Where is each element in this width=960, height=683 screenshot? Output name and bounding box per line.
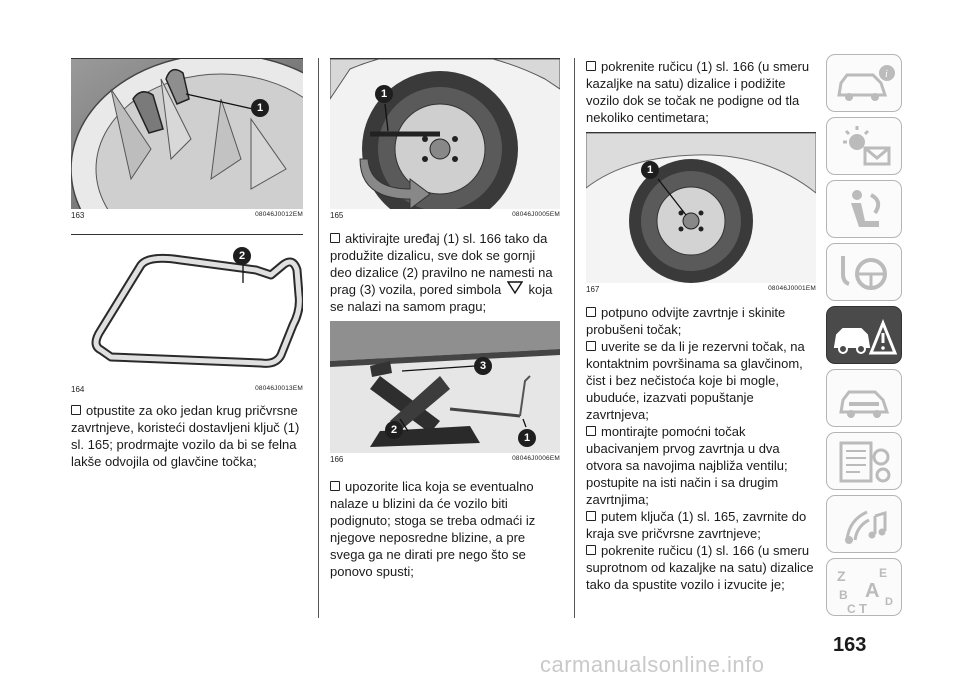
tab-car-info[interactable]: i bbox=[826, 54, 902, 112]
tab-driving[interactable] bbox=[826, 243, 902, 301]
figure-caption-167: 167 08046J0001EM bbox=[586, 285, 816, 294]
tab-index[interactable]: Z E B A C T D bbox=[826, 558, 902, 616]
checkbox-bullet-icon bbox=[586, 341, 596, 351]
checkbox-bullet-icon bbox=[586, 426, 596, 436]
instruction-text: aktivirajte uređaj (1) sl. 166 tako da p… bbox=[330, 231, 553, 297]
wheel-wrench-illustration bbox=[91, 253, 303, 368]
instruction-item: pokrenite ručicu (1) sl. 166 (u smeru ka… bbox=[586, 58, 816, 126]
instruction-text: upozorite lica koja se eventualno nalaze… bbox=[330, 479, 536, 579]
callout-1: 1 bbox=[251, 99, 269, 117]
watermark: carmanualsonline.info bbox=[540, 652, 765, 677]
column-divider bbox=[574, 58, 575, 618]
index-letter: B bbox=[839, 588, 848, 602]
callout-1: 1 bbox=[375, 85, 393, 103]
figure-163: 1 bbox=[71, 58, 303, 209]
figure-code: 08046J0013EM bbox=[255, 385, 303, 392]
checkbox-bullet-icon bbox=[586, 545, 596, 555]
figure-number: 164 bbox=[71, 385, 85, 394]
index-letter: Z bbox=[837, 568, 846, 584]
warning-lights-icon bbox=[843, 126, 891, 166]
tab-safety[interactable] bbox=[826, 180, 902, 238]
figure-164: 2 bbox=[71, 234, 303, 383]
instruction-text: koja se nalazi na samom pragu; bbox=[330, 282, 553, 314]
instruction-list: upozorite lica koja se eventualno nalaze… bbox=[330, 478, 560, 580]
multimedia-icon bbox=[845, 510, 887, 544]
instruction-text: pokrenite ručicu (1) sl. 166 (u smeru su… bbox=[586, 543, 814, 592]
technical-data-icon bbox=[839, 441, 891, 483]
jack-point-symbol-icon bbox=[506, 281, 524, 295]
checkbox-bullet-icon bbox=[71, 405, 81, 415]
callout-1: 1 bbox=[641, 161, 659, 179]
callout-3: 3 bbox=[474, 357, 492, 375]
instruction-item: otpustite za oko jedan krug pričvrsne za… bbox=[71, 402, 303, 470]
instruction-list: potpuno odvijte zavrtnje i skinite probu… bbox=[586, 304, 816, 593]
instruction-item: montirajte pomoćni točak ubacivanjem prv… bbox=[586, 423, 816, 508]
figure-caption-166: 166 08046J0006EM bbox=[330, 455, 560, 464]
figure-code: 08046J0006EM bbox=[512, 455, 560, 462]
instruction-text: otpustite za oko jedan krug pričvrsne za… bbox=[71, 403, 300, 469]
instruction-item: uverite se da li je rezervni točak, na k… bbox=[586, 338, 816, 423]
instruction-list: aktivirajte uređaj (1) sl. 166 tako da p… bbox=[330, 230, 560, 315]
figure-number: 165 bbox=[330, 211, 344, 220]
instruction-text: montirajte pomoćni točak ubacivanjem prv… bbox=[586, 424, 788, 507]
instruction-item: pokrenite ručicu (1) sl. 166 (u smeru su… bbox=[586, 542, 816, 593]
index-letter: D bbox=[885, 596, 893, 608]
index-icon: Z E B A C T D bbox=[837, 566, 893, 616]
seat-airbag-icon bbox=[851, 190, 881, 227]
figure-caption-164: 164 08046J0013EM bbox=[71, 385, 303, 394]
chapter-tabs: i bbox=[826, 54, 904, 621]
tab-multimedia[interactable] bbox=[826, 495, 902, 553]
instruction-list: pokrenite ručicu (1) sl. 166 (u smeru ka… bbox=[586, 58, 816, 126]
page-number: 163 bbox=[833, 634, 867, 656]
instruction-item: potpuno odvijte zavrtnje i skinite probu… bbox=[586, 304, 816, 338]
figure-code: 08046J0012EM bbox=[255, 211, 303, 218]
emergency-icon bbox=[833, 318, 898, 355]
raised-wheel-illustration bbox=[586, 133, 816, 283]
tab-warning-lights[interactable] bbox=[826, 117, 902, 175]
checkbox-bullet-icon bbox=[330, 481, 340, 491]
tab-technical-data[interactable] bbox=[826, 432, 902, 490]
column-divider bbox=[318, 58, 319, 618]
tab-maintenance[interactable] bbox=[826, 369, 902, 427]
figure-code: 08046J0005EM bbox=[512, 211, 560, 218]
figure-166: 3 2 1 bbox=[330, 321, 560, 453]
car-maintenance-icon bbox=[839, 390, 890, 418]
checkbox-bullet-icon bbox=[330, 233, 340, 243]
index-letter: E bbox=[879, 566, 887, 580]
steering-wheel-icon bbox=[841, 256, 887, 290]
instruction-item: upozorite lica koja se eventualno nalaze… bbox=[330, 478, 560, 580]
figure-caption-165: 165 08046J0005EM bbox=[330, 211, 560, 220]
wheel-cover-illustration bbox=[71, 59, 303, 209]
column-2: 1 165 08046J0005EM aktivirajte uređaj (1… bbox=[330, 58, 560, 580]
column-1: 1 163 08046J0012EM 2 164 08046J0013EM ot… bbox=[71, 58, 303, 470]
car-info-icon: i bbox=[837, 65, 895, 101]
figure-167: 1 bbox=[586, 132, 816, 283]
instruction-text: uverite se da li je rezervni točak, na k… bbox=[586, 339, 805, 422]
callout-2: 2 bbox=[233, 247, 251, 265]
figure-number: 163 bbox=[71, 211, 85, 220]
wheel-loosening-illustration bbox=[330, 59, 560, 209]
checkbox-bullet-icon bbox=[586, 511, 596, 521]
figure-code: 08046J0001EM bbox=[768, 285, 816, 292]
instruction-text: potpuno odvijte zavrtnje i skinite probu… bbox=[586, 305, 786, 337]
figure-number: 167 bbox=[586, 285, 600, 294]
figure-165: 1 bbox=[330, 58, 560, 209]
instruction-item: aktivirajte uređaj (1) sl. 166 tako da p… bbox=[330, 230, 560, 315]
instruction-text: putem ključa (1) sl. 165, zavrnite do kr… bbox=[586, 509, 807, 541]
tab-emergency[interactable] bbox=[826, 306, 902, 364]
index-letter: C bbox=[847, 602, 856, 616]
checkbox-bullet-icon bbox=[586, 307, 596, 317]
figure-number: 166 bbox=[330, 455, 344, 464]
callout-1: 1 bbox=[518, 429, 536, 447]
checkbox-bullet-icon bbox=[586, 61, 596, 71]
index-letter: T bbox=[859, 601, 867, 616]
instruction-item: putem ključa (1) sl. 165, zavrnite do kr… bbox=[586, 508, 816, 542]
callout-2: 2 bbox=[385, 421, 403, 439]
instruction-text: pokrenite ručicu (1) sl. 166 (u smeru ka… bbox=[586, 59, 810, 125]
column-3: pokrenite ručicu (1) sl. 166 (u smeru ka… bbox=[586, 58, 816, 593]
figure-caption-163: 163 08046J0012EM bbox=[71, 211, 303, 220]
svg-text:i: i bbox=[885, 69, 888, 80]
instruction-list: otpustite za oko jedan krug pričvrsne za… bbox=[71, 402, 303, 470]
index-letter: A bbox=[865, 580, 879, 602]
